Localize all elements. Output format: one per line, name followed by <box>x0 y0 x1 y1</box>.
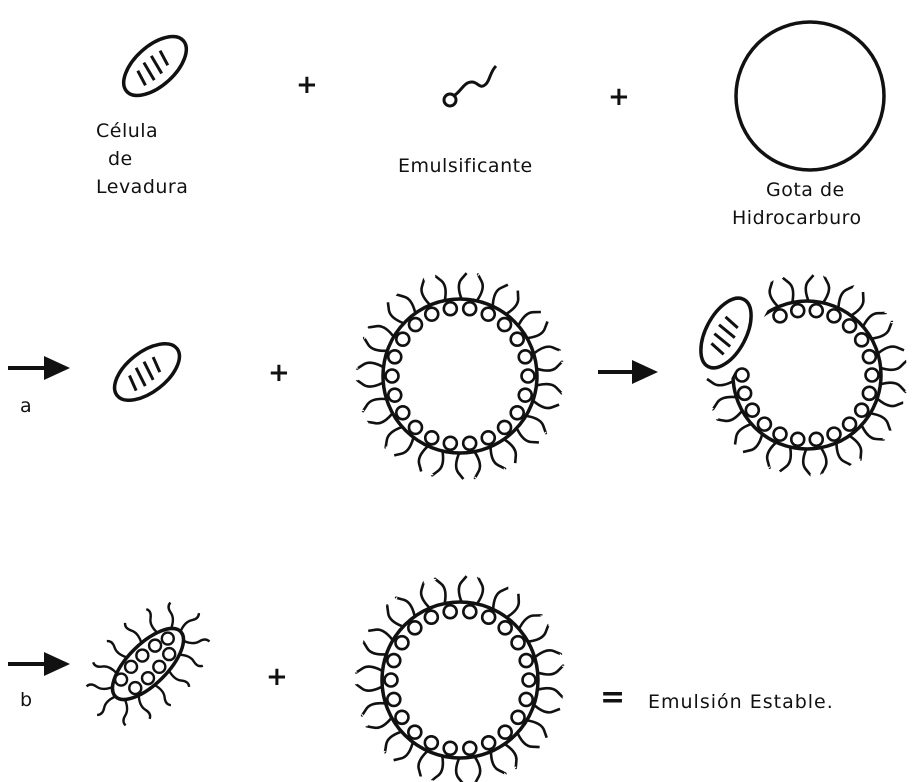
coated-drop-b-icon <box>356 576 563 782</box>
yeast-cell-a-icon <box>105 333 190 411</box>
hydrocarbon-drop-label: Gota de Hidrocarburo <box>758 176 862 232</box>
route-b-label: b <box>20 686 33 714</box>
hydrocarbon-drop-label-line2: Hidrocarburo <box>732 204 862 232</box>
emulsifier-molecule-icon <box>444 66 496 106</box>
coated-yeast-cell-icon <box>65 581 231 747</box>
arrow-reaction-icon <box>598 360 658 384</box>
plus-sign-3: + <box>268 358 290 388</box>
yeast-cell-label: Célula de Levadura <box>96 117 188 201</box>
emulsifier-label-text: Emulsificante <box>398 152 533 180</box>
route-a-label: a <box>20 392 32 420</box>
hydrocarbon-drop-label-line1: Gota de <box>758 176 862 204</box>
coated-drop-icon <box>357 273 562 479</box>
attached-yeast-cell-icon <box>684 285 767 380</box>
hydrocarbon-drop-icon <box>736 22 884 170</box>
stable-emulsion-label: Emulsión Estable. <box>648 688 834 716</box>
route-b-label-text: b <box>20 686 33 714</box>
plus-sign-2: + <box>608 82 630 112</box>
stable-emulsion-label-text: Emulsión Estable. <box>648 688 834 716</box>
equals-sign: = <box>600 680 625 715</box>
arrow-a-icon <box>8 356 70 380</box>
route-a-label-text: a <box>20 392 32 420</box>
yeast-cell-label-line3: Levadura <box>96 173 188 201</box>
yeast-cell-icon <box>113 26 196 107</box>
emulsifier-label: Emulsificante <box>398 152 533 180</box>
yeast-cell-label-line1: Célula <box>96 117 188 145</box>
arrow-b-icon <box>8 652 70 676</box>
plus-sign-4: + <box>266 662 288 692</box>
plus-sign-1: + <box>296 70 318 100</box>
yeast-cell-label-line2: de <box>96 145 188 173</box>
